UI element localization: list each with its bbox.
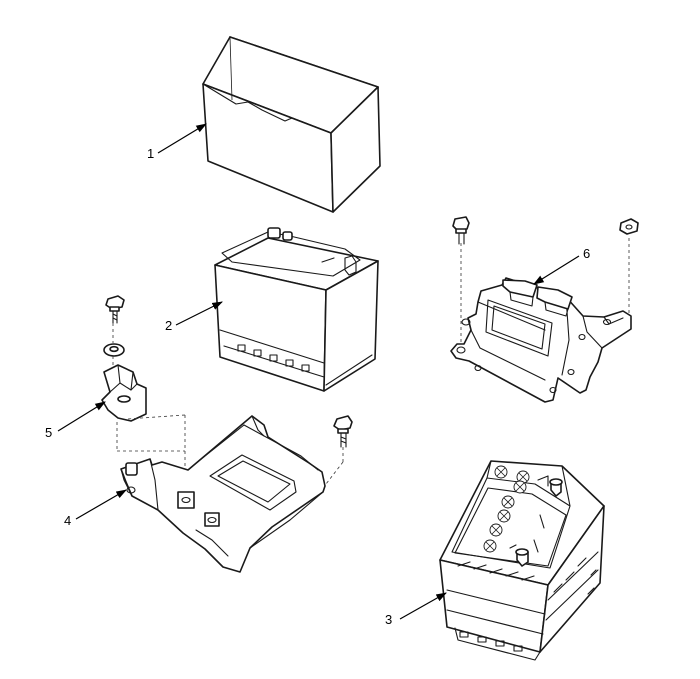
part-5-hold-down-clamp [101,295,147,422]
part-1-battery-cover [202,36,381,213]
part-6-mounting-bracket [450,216,639,403]
callout-3: 3 [385,612,392,627]
vent-caps [483,465,530,553]
battery-terminals [509,475,563,567]
tray-bolt [333,415,353,448]
callout-leaders [57,123,580,620]
part-3-battery [439,460,605,661]
callout-6: 6 [583,246,590,261]
callout-4: 4 [64,513,71,528]
callout-5: 5 [45,425,52,440]
part-2-battery [214,227,379,392]
callout-labels: 1 2 3 4 5 6 [45,146,590,627]
callout-2: 2 [165,318,172,333]
callout-1: 1 [147,146,154,161]
part-4-battery-tray [120,415,326,573]
